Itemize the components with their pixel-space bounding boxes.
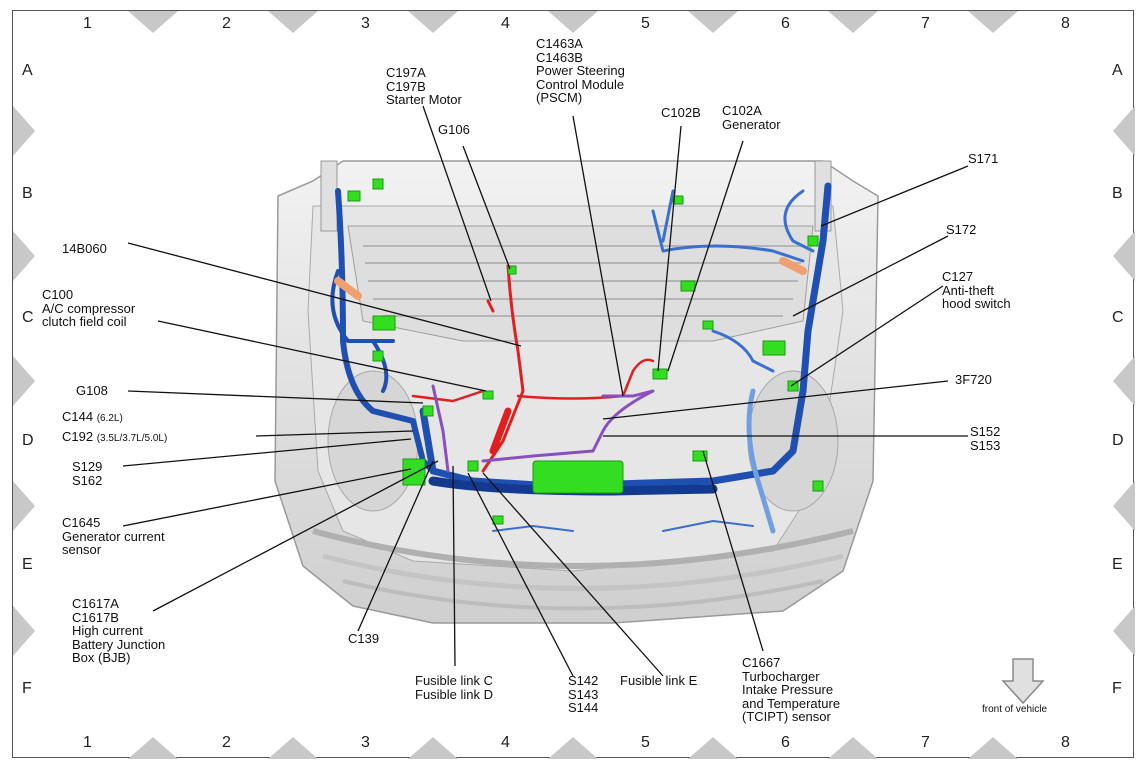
grid-col-4: 4	[501, 15, 510, 32]
grid-row-d-right: D	[1112, 432, 1124, 449]
grid-row-f-right: F	[1112, 680, 1122, 697]
grid-col-1-bottom: 1	[83, 734, 92, 751]
connectors	[347, 178, 824, 525]
grid-row-a: A	[22, 62, 33, 79]
label-s172: S172	[946, 222, 977, 237]
label-3f720: 3F720	[955, 372, 992, 387]
label-fusible-e: Fusible link E	[620, 673, 698, 688]
label-c102b: C102B	[661, 105, 701, 120]
label-c144: C144 (6.2L)	[62, 409, 123, 424]
grid-col-7: 7	[921, 15, 930, 32]
grid-row-e: E	[22, 556, 33, 573]
grid-col-2-bottom: 2	[222, 734, 231, 751]
grid-row-e-right: E	[1112, 556, 1123, 573]
grid-col-6: 6	[781, 15, 790, 32]
leader-lines	[122, 105, 969, 677]
label-c192: C192 (3.5L/3.7L/5.0L)	[62, 429, 168, 444]
grid-col-5: 5	[641, 15, 650, 32]
front-arrow-icon	[1001, 658, 1045, 705]
label-c139: C139	[348, 631, 380, 646]
label-s171: S171	[968, 151, 999, 166]
diagram-frame	[12, 10, 1135, 759]
grid-col-8: 8	[1061, 15, 1070, 32]
grid-row-b-right: B	[1112, 185, 1123, 202]
label-14b060: 14B060	[62, 241, 107, 256]
grid-col-6-bottom: 6	[781, 734, 790, 751]
grid-row-f: F	[22, 680, 32, 697]
grid-row-d: D	[22, 432, 34, 449]
grid-row-a-right: A	[1112, 62, 1123, 79]
front-of-vehicle-label: front of vehicle	[982, 704, 1048, 715]
grid-col-4-bottom: 4	[501, 734, 510, 751]
grid-col-3-bottom: 3	[361, 734, 370, 751]
label-g106: G106	[438, 122, 470, 137]
grid-col-3: 3	[361, 15, 370, 32]
grid-col-2: 2	[222, 15, 231, 32]
vehicle-illustration	[13, 11, 1135, 759]
grid-row-b: B	[22, 185, 33, 202]
label-g108: G108	[76, 383, 108, 398]
grid-row-c-right: C	[1112, 309, 1124, 326]
grid-col-1: 1	[83, 15, 92, 32]
grid-col-8-bottom: 8	[1061, 734, 1070, 751]
grid-row-c: C	[22, 309, 34, 326]
grid-markers	[13, 11, 1135, 759]
grid-col-7-bottom: 7	[921, 734, 930, 751]
grid-col-5-bottom: 5	[641, 734, 650, 751]
